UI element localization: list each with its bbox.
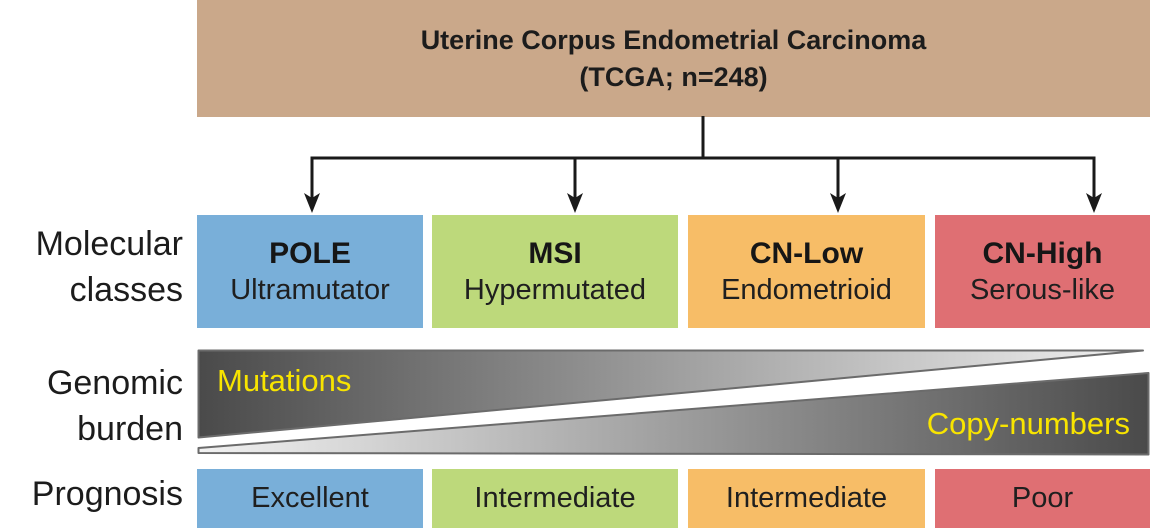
genomic-burden-label-line1: Genomic [46, 364, 183, 402]
class-box-msi: MSI Hypermutated [432, 215, 678, 328]
study-title: Uterine Corpus Endometrial Carcinoma [420, 24, 927, 55]
arrowhead-icon [304, 193, 320, 213]
class-name: POLE [269, 237, 351, 270]
class-box-pole: POLE Ultramutator [197, 215, 423, 328]
class-subtitle: Hypermutated [463, 274, 647, 306]
class-subtitle: Serous-like [969, 274, 1116, 306]
class-name: CN-Low [749, 237, 864, 270]
prognosis-value: Intermediate [725, 482, 888, 514]
copy-numbers-label: Copy-numbers [926, 406, 1130, 441]
molecular-classes-label-line1: Molecular [35, 225, 183, 263]
mutations-label: Mutations [217, 363, 352, 398]
class-name: MSI [528, 237, 582, 270]
class-subtitle: Endometrioid [721, 274, 892, 306]
mutations-wedge [197, 349, 1144, 439]
molecular-classes-label-line2: classes [69, 271, 183, 309]
class-box-cn-low: CN-Low Endometrioid [688, 215, 925, 328]
prognosis-value: Poor [1011, 482, 1074, 514]
copy-numbers-wedge [197, 372, 1150, 456]
prognosis-box-cn-high: Poor [935, 469, 1150, 528]
genomic-burden-row-label: Genomic burden [0, 360, 183, 452]
study-header-box: Uterine Corpus Endometrial Carcinoma (TC… [197, 0, 1150, 117]
class-subtitle: Ultramutator [230, 274, 390, 306]
class-box-cn-high: CN-High Serous-like [935, 215, 1150, 328]
genomic-burden-label-line2: burden [77, 410, 183, 448]
arrowhead-icon [567, 193, 583, 213]
branch-arrows [304, 116, 1102, 213]
prognosis-box-msi: Intermediate [432, 469, 678, 528]
prognosis-value: Intermediate [474, 482, 636, 514]
study-cohort: (TCGA; n=248) [579, 61, 768, 92]
arrowhead-icon [1086, 193, 1102, 213]
arrowhead-icon [830, 193, 846, 213]
prognosis-box-cn-low: Intermediate [688, 469, 925, 528]
prognosis-row-label: Prognosis [31, 475, 183, 513]
prognosis-value: Excellent [251, 482, 369, 514]
prognosis-box-pole: Excellent [197, 469, 423, 528]
molecular-classes-row-label: Molecular classes [0, 221, 183, 313]
class-name: CN-High [982, 237, 1103, 270]
genomic-burden-wedges [197, 349, 1150, 456]
